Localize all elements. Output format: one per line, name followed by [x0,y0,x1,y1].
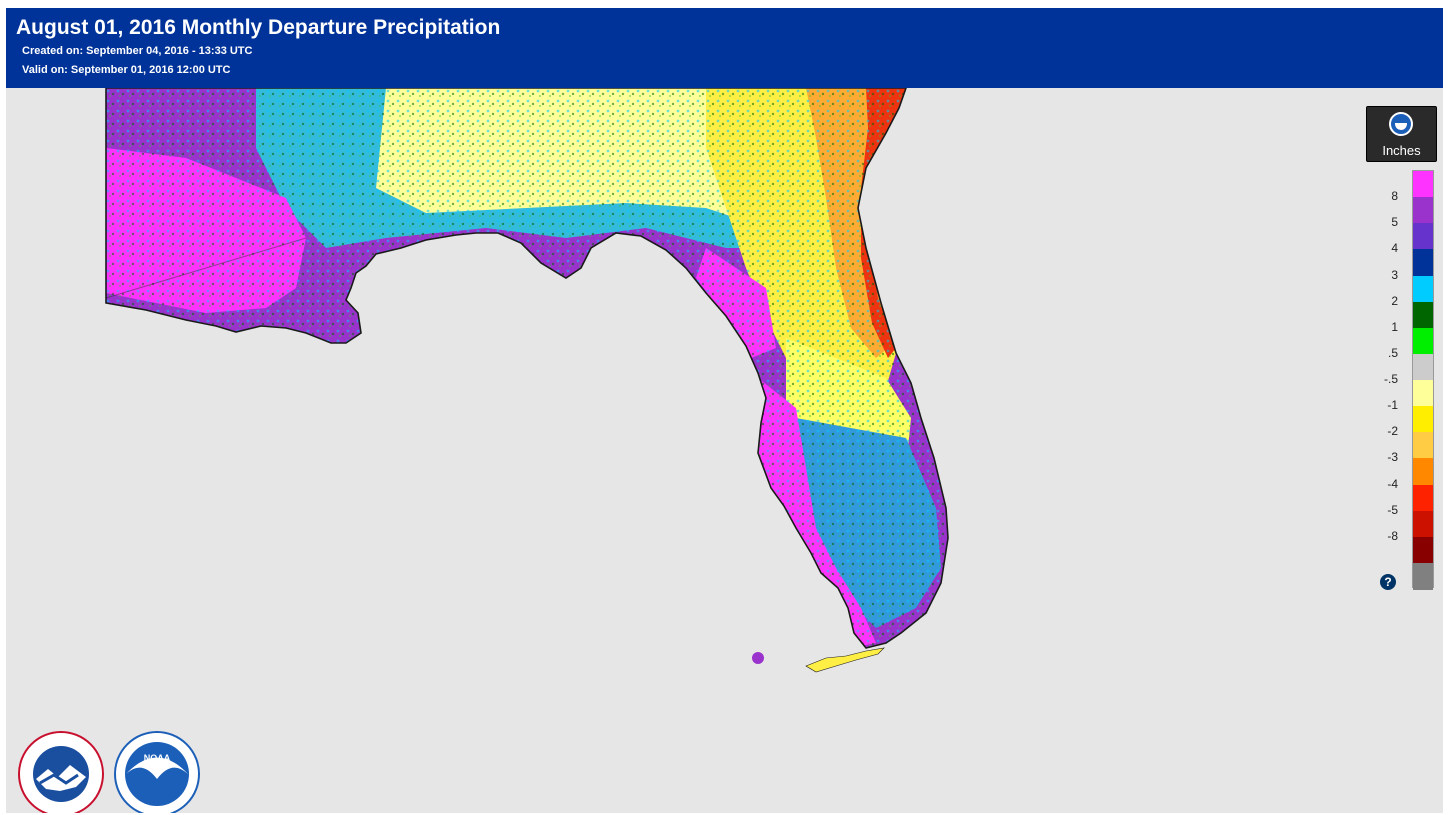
valid-timestamp: Valid on: September 01, 2016 12:00 UTC [22,64,231,76]
legend-label: 5 [1391,215,1398,230]
legend-unit-label: Inches [1382,143,1421,158]
map-viewer: August 01, 2016 Monthly Departure Precip… [6,8,1443,813]
legend-header: Inches [1366,106,1437,162]
legend-swatch [1413,562,1433,590]
nws-logo [18,731,104,813]
legend-label: 2 [1391,293,1398,308]
legend-swatch [1413,406,1433,433]
legend-label: 8 [1391,189,1398,204]
legend-label: -8 [1387,528,1398,543]
legend-label: -.5 [1383,372,1398,386]
legend-swatch [1413,458,1433,485]
legend-swatch [1413,380,1433,407]
noaa-logo-text: NOAA [144,753,171,763]
map-canvas[interactable] [6,88,1443,813]
created-timestamp: Created on: September 04, 2016 - 13:33 U… [22,45,253,57]
legend-swatch [1413,510,1433,538]
legend-label: -3 [1387,450,1398,465]
precipitation-map[interactable] [6,88,1443,813]
legend-color-bar [1412,170,1434,590]
legend-label: -5 [1387,502,1398,517]
legend-label: -1 [1387,398,1398,413]
legend-label: 1 [1391,319,1398,334]
legend-swatch [1413,249,1433,276]
noaa-logo: NOAA [114,731,200,813]
legend-swatch [1413,171,1433,198]
legend-swatch [1413,197,1433,224]
question-icon[interactable]: ? [1380,574,1396,590]
legend-swatch [1413,353,1433,381]
legend-label: 3 [1391,267,1398,282]
legend-label: .5 [1387,345,1398,360]
noaa-logo-icon [1389,112,1413,136]
header-bar: August 01, 2016 Monthly Departure Precip… [6,8,1443,88]
legend-swatch [1413,536,1433,564]
legend-label: -2 [1387,424,1398,439]
legend-swatch [1413,223,1433,250]
legend-swatch [1413,484,1433,512]
legend-swatch [1413,301,1433,329]
legend-swatch [1413,327,1433,355]
legend-label: -4 [1387,476,1398,491]
legend-label: 4 [1391,241,1398,256]
legend-swatch [1413,432,1433,459]
page-title: August 01, 2016 Monthly Departure Precip… [16,16,501,39]
legend-swatch [1413,275,1433,303]
